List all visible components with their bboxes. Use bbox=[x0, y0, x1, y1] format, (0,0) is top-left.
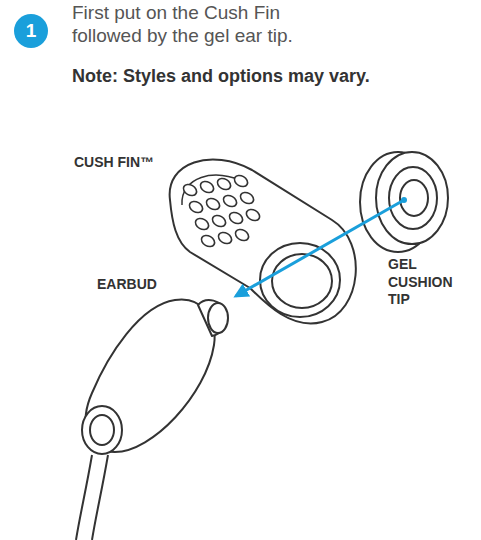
cable bbox=[76, 455, 92, 540]
part-label: CUSH FIN™ bbox=[74, 154, 184, 171]
fin-hole bbox=[233, 227, 250, 243]
part-label: EARBUD bbox=[97, 276, 177, 293]
assembly-arrow bbox=[236, 200, 404, 296]
fin-hole bbox=[210, 213, 227, 229]
note-text: Note: Styles and options may vary. bbox=[72, 66, 472, 88]
earbud-body bbox=[86, 300, 215, 452]
fin-hole bbox=[215, 176, 232, 192]
cush-fin bbox=[170, 160, 356, 324]
gel-tip-bore bbox=[400, 180, 428, 216]
fin-hole bbox=[181, 182, 198, 198]
fin-hole bbox=[238, 190, 255, 206]
fin-hole bbox=[227, 210, 244, 226]
earbud-face bbox=[82, 406, 122, 454]
fin-hole bbox=[199, 233, 216, 249]
step-number: 1 bbox=[26, 20, 37, 42]
fin-hole bbox=[221, 193, 238, 209]
gel-tip-face bbox=[376, 152, 448, 244]
fin-hole bbox=[232, 173, 249, 189]
earbud-face bbox=[90, 415, 114, 445]
cush-fin-ring bbox=[272, 254, 332, 308]
fin-hole bbox=[187, 199, 204, 215]
cush-fin-ring bbox=[260, 243, 340, 317]
step-badge: 1 bbox=[14, 14, 48, 48]
fin-hole bbox=[198, 179, 215, 195]
part-label: GEL CUSHION TIP bbox=[388, 256, 468, 309]
arrow-start bbox=[401, 197, 407, 203]
instruction-text: First put on the Cush Fin followed by th… bbox=[72, 2, 342, 48]
fin-hole bbox=[204, 196, 221, 212]
cable bbox=[92, 455, 108, 540]
fin-hole bbox=[216, 230, 233, 246]
gel-tip-ring bbox=[389, 167, 437, 229]
fin-hole bbox=[193, 216, 210, 232]
earbud-nozzle bbox=[208, 303, 228, 333]
fin-hole bbox=[244, 207, 261, 223]
